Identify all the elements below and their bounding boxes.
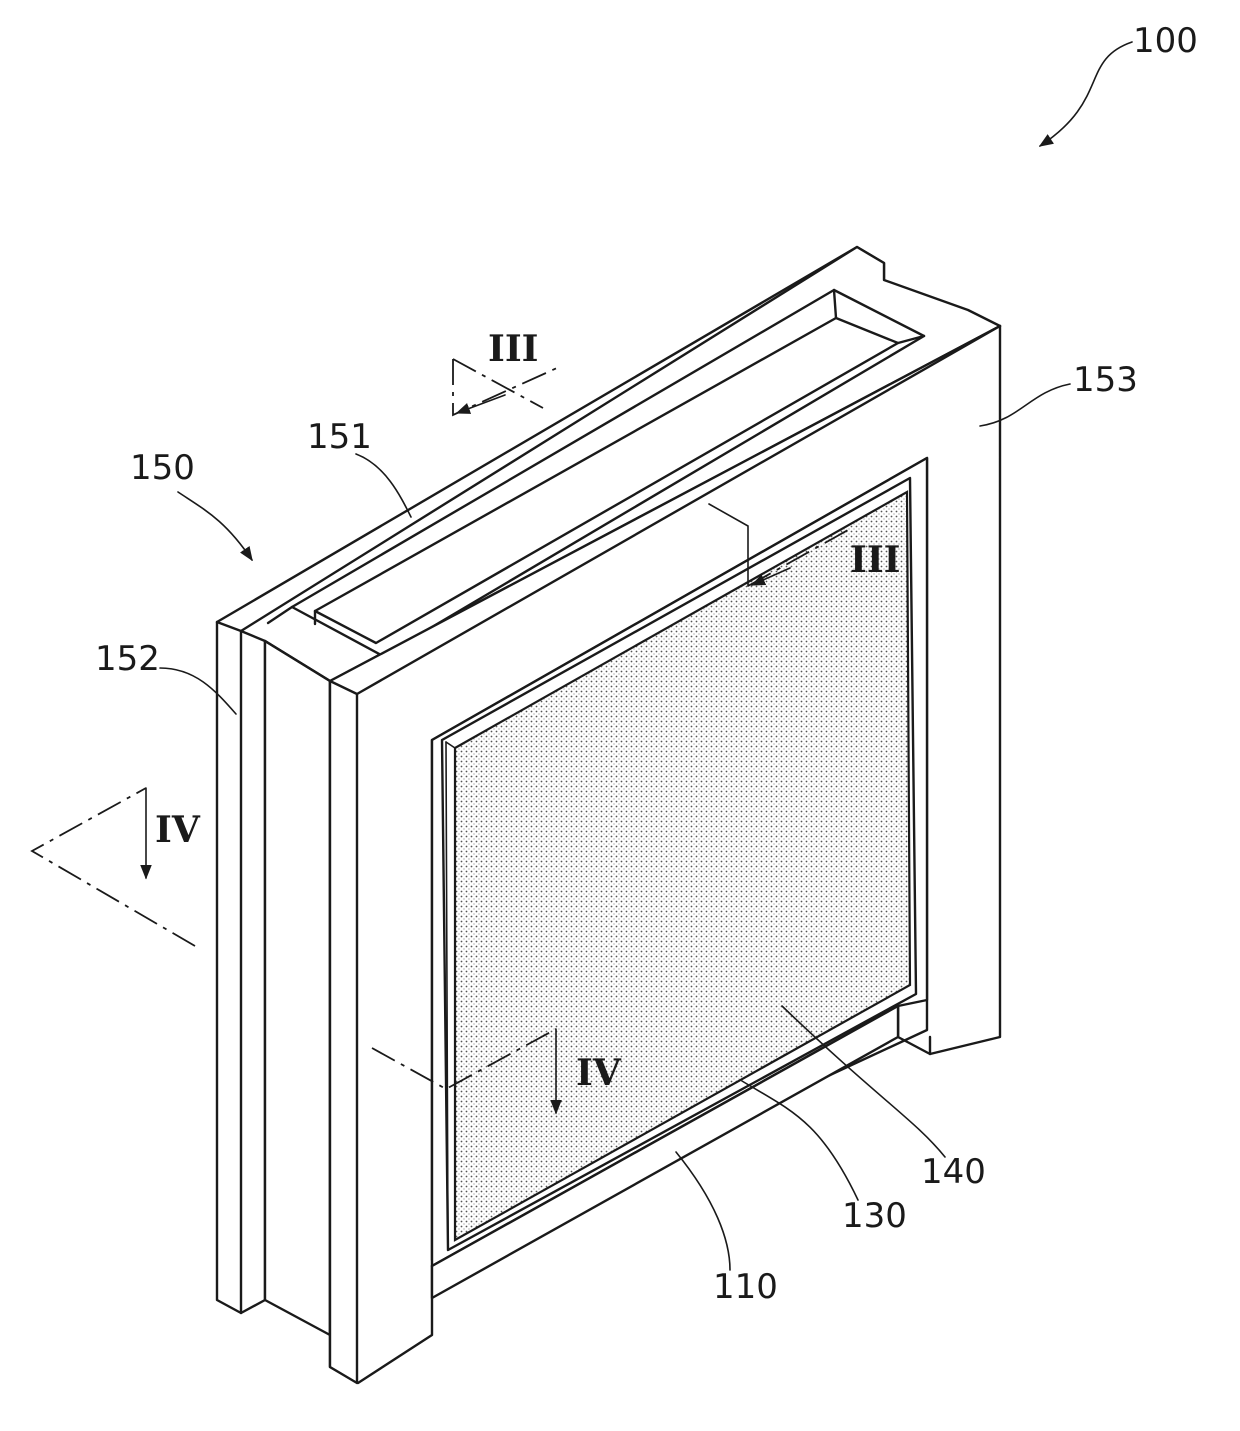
label-152: 152 xyxy=(95,639,160,679)
label-150: 150 xyxy=(130,448,195,488)
side-rail-channel xyxy=(265,641,330,1335)
label-100: 100 xyxy=(1133,21,1198,61)
label-151: 151 xyxy=(307,417,372,457)
leader-150 xyxy=(178,492,252,560)
leader-151 xyxy=(356,454,411,517)
section-mark-iii-right: III xyxy=(850,539,901,581)
leader-100 xyxy=(1040,42,1132,146)
section-mark-iv-bottom: IV xyxy=(576,1052,622,1094)
label-110: 110 xyxy=(713,1267,778,1307)
section-mark-iii-top: III xyxy=(488,328,539,370)
section-mark-iv-left: IV xyxy=(155,809,201,851)
label-140: 140 xyxy=(921,1152,986,1192)
leader-110 xyxy=(676,1152,730,1270)
label-130: 130 xyxy=(842,1196,907,1236)
label-153: 153 xyxy=(1073,360,1138,400)
